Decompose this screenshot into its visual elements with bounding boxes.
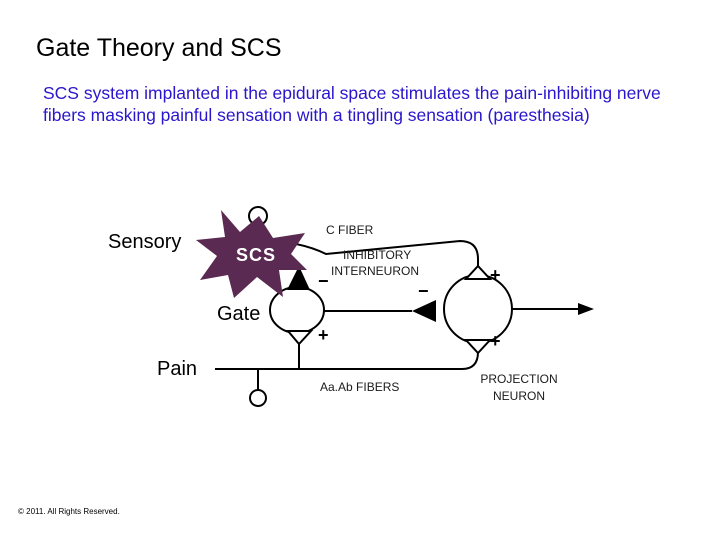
projection-label-line-1: PROJECTION xyxy=(480,372,557,386)
slide-subtitle: SCS system implanted in the epidural spa… xyxy=(43,82,693,126)
inhibitory-interneuron-soma xyxy=(269,286,325,334)
sensory-label: Sensory xyxy=(108,231,181,253)
output-arrowhead xyxy=(578,303,594,315)
plus-sign-top: + xyxy=(490,265,501,285)
plus-sign-left: + xyxy=(318,325,329,345)
inhibitory-label-line-1: INHIBITORY xyxy=(343,248,411,262)
excitatory-synapse-triangle-bottom xyxy=(463,339,493,355)
excitatory-synapse-triangle-top xyxy=(463,264,493,280)
slide-title: Gate Theory and SCS xyxy=(36,34,282,62)
aab-fibers-label: Aa.Ab FIBERS xyxy=(320,380,399,394)
gate-label: Gate xyxy=(217,303,260,325)
inhibitory-label-line-2: INTERNEURON xyxy=(331,264,419,278)
minus-sign-right: − xyxy=(418,281,429,301)
scs-starburst xyxy=(196,210,307,298)
inhibitory-synapse-triangle-projection xyxy=(412,300,436,322)
inhibitory-synapse-triangle-dark xyxy=(287,266,310,290)
copyright-notice: © 2011. All Rights Reserved. xyxy=(18,507,120,516)
excitatory-synapse-triangle-left xyxy=(285,330,314,346)
projection-label-line-2: NEURON xyxy=(493,389,545,403)
scs-label: SCS xyxy=(236,245,276,265)
pain-label: Pain xyxy=(157,358,197,380)
minus-sign-left: − xyxy=(318,271,329,291)
aab-fiber-path xyxy=(215,344,479,370)
plus-sign-bottom: + xyxy=(490,331,501,351)
subtitle-line-2: fibers masking painful sensation with a … xyxy=(43,105,590,125)
subtitle-line-1: SCS system implanted in the epidural spa… xyxy=(43,83,661,103)
c-fiber-label: C FIBER xyxy=(326,223,374,237)
aab-fiber-terminal-knob xyxy=(249,389,267,407)
projection-neuron-soma xyxy=(443,274,513,344)
